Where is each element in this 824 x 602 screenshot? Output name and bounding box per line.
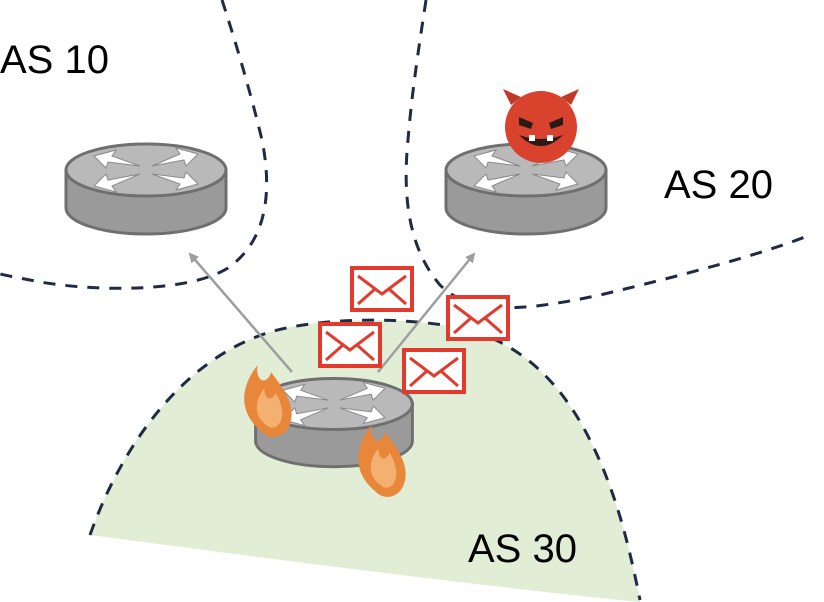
envelope-icon [402,348,466,394]
as30-boundary [88,318,642,601]
envelope-icon [318,322,382,368]
envelope-icon [446,295,510,341]
link-arrow-to-as20 [377,252,476,373]
as30-label: AS 30 [468,527,577,571]
as10-boundary [0,0,269,290]
envelope-icon [350,266,414,312]
as10-label: AS 10 [0,38,109,82]
as20-boundary [404,0,811,310]
link-arrow-to-as10 [188,252,293,373]
router-icon-as10 [64,142,228,236]
devil-icon [503,89,579,163]
as20-label: AS 20 [664,163,773,207]
